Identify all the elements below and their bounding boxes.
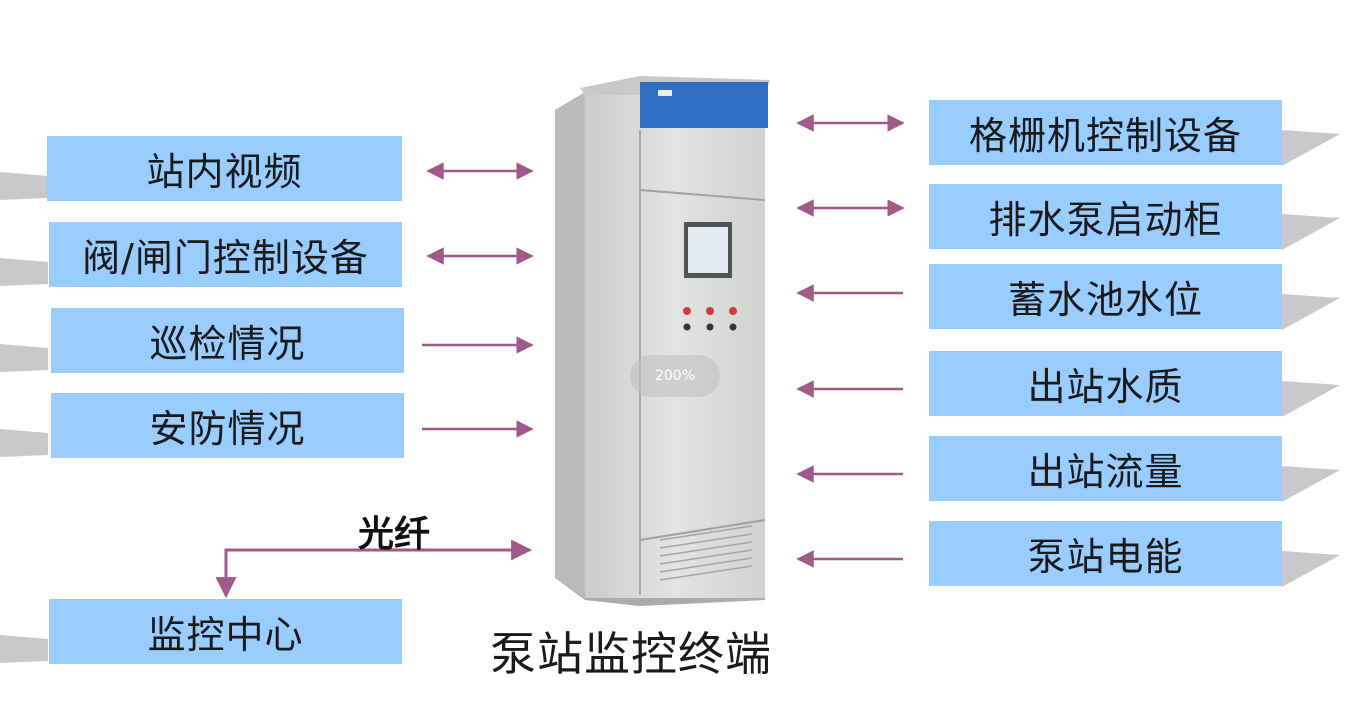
cabinet-top-panel	[640, 82, 768, 128]
right-box-station-energy: 泵站电能	[929, 521, 1282, 586]
right-box-drain-pump-starter: 排水泵启动柜	[929, 184, 1282, 249]
right-box-shadow-0	[1282, 130, 1340, 166]
left-box-station-video: 站内视频	[47, 136, 402, 201]
right-box-reservoir-level: 蓄水池水位	[929, 264, 1282, 329]
left-box-shadow-4	[0, 635, 48, 663]
right-box-outlet-water-quality: 出站水质	[929, 351, 1282, 416]
right-box-shadow-3	[1282, 381, 1340, 417]
left-box-shadow-1	[0, 258, 48, 286]
fiber-link-arrow	[215, 539, 533, 599]
right-box-shadow-5	[1282, 551, 1340, 587]
terminal-label: 泵站监控终端	[490, 627, 772, 681]
left-box-shadow-0	[0, 172, 48, 200]
left-box-shadow-2	[0, 344, 48, 372]
left-box-security-status: 安防情况	[51, 393, 404, 458]
right-box-outlet-flow: 出站流量	[929, 436, 1282, 501]
left-box-valve-gate-control: 阀/闸门控制设备	[49, 222, 402, 287]
fiber-label: 光纤	[358, 514, 431, 555]
monitoring-center-box: 监控中心	[49, 599, 402, 664]
right-box-shadow-1	[1282, 214, 1340, 250]
zoom-indicator: 200%	[630, 355, 720, 397]
right-box-shadow-2	[1282, 294, 1340, 330]
right-box-shadow-4	[1282, 466, 1340, 502]
right-box-grille-control: 格栅机控制设备	[929, 100, 1282, 165]
left-box-shadow-3	[0, 429, 48, 457]
pump-station-cabinet	[555, 76, 770, 606]
left-box-inspection-status: 巡检情况	[51, 308, 404, 373]
